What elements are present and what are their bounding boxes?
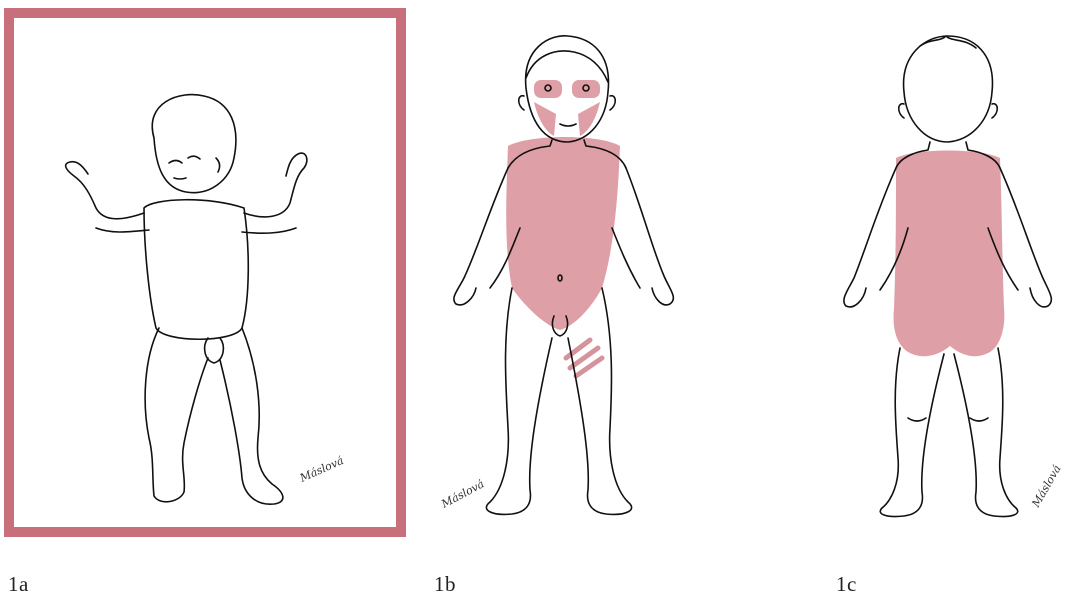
- toddler-front-drawing: Máslová: [420, 8, 690, 537]
- figure-caption-1a: 1a: [8, 572, 29, 597]
- pink-frame: [9, 13, 401, 532]
- infant-illustration-panel: Máslová: [4, 8, 406, 537]
- toddler-back-illustration-panel: Máslová: [820, 8, 1079, 537]
- affected-area-face-left: [534, 80, 562, 98]
- toddler-front-illustration-panel: Máslová: [420, 8, 690, 537]
- artist-signature: Máslová: [1029, 463, 1064, 511]
- affected-area-face-right: [572, 80, 600, 98]
- affected-area-trunk-front: [506, 137, 620, 330]
- infant-drawing: Máslová: [4, 8, 406, 537]
- toddler-back-drawing: Máslová: [820, 8, 1079, 537]
- figure-caption-1c: 1c: [836, 572, 857, 597]
- figure-caption-1b: 1b: [434, 572, 456, 597]
- artist-signature: Máslová: [438, 477, 486, 511]
- affected-area-back: [894, 151, 1005, 357]
